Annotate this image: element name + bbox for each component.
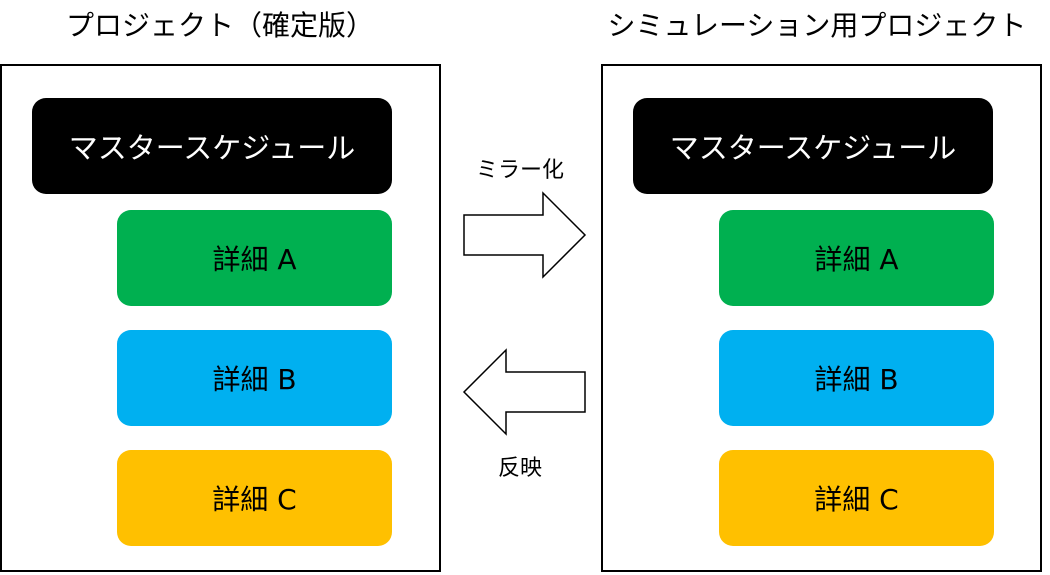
master-schedule-block: マスタースケジュール bbox=[633, 98, 993, 194]
master-schedule-block: マスタースケジュール bbox=[32, 98, 392, 194]
detail-c-block: 詳細 C bbox=[719, 450, 994, 546]
left-panel-title: プロジェクト（確定版） bbox=[65, 9, 374, 42]
detail-b-block: 詳細 B bbox=[117, 330, 392, 426]
right-arrow-icon bbox=[463, 191, 587, 279]
mirror-label: ミラー化 bbox=[475, 158, 564, 183]
left-arrow-icon bbox=[462, 348, 586, 436]
confirmed-project-panel: マスタースケジュール 詳細 A 詳細 B 詳細 C bbox=[0, 64, 441, 572]
detail-b-block: 詳細 B bbox=[719, 330, 994, 426]
detail-c-block: 詳細 C bbox=[117, 450, 392, 546]
detail-a-block: 詳細 A bbox=[117, 210, 392, 306]
simulation-project-panel: マスタースケジュール 詳細 A 詳細 B 詳細 C bbox=[601, 64, 1042, 572]
reflect-label: 反映 bbox=[497, 456, 542, 481]
detail-a-block: 詳細 A bbox=[719, 210, 994, 306]
right-panel-title: シミュレーション用プロジェクト bbox=[607, 9, 1027, 42]
